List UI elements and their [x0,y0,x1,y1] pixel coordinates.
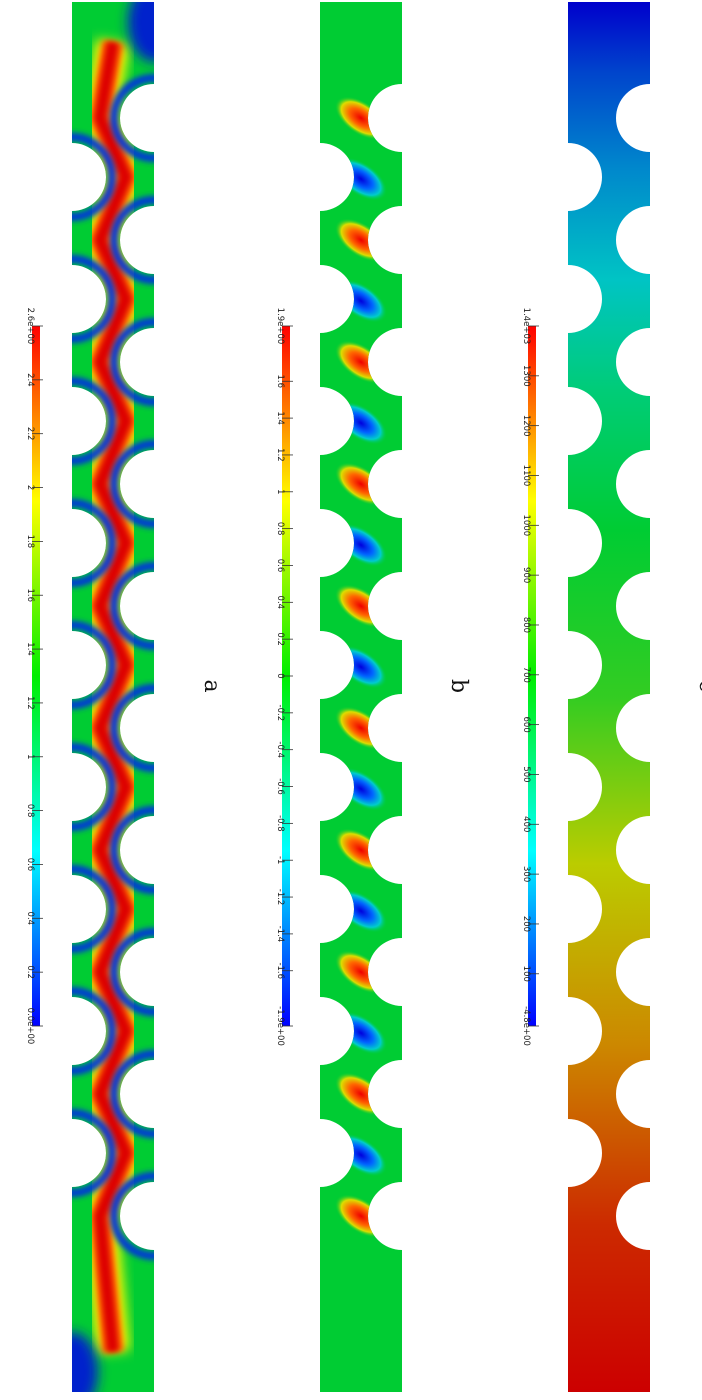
panel-a-colorbar-tick-label: 2.2 [25,427,35,441]
panel-c-colorbar-tick-label: 1300 [521,365,531,387]
panel-a-colorbar-tick-label: 1.8 [25,535,35,549]
panel-b-colorbar-tick-label: -1 [275,856,285,864]
panel-c-colorbar-tick-label: 700 [521,667,531,683]
panel-b-colorbar-tick-label: -0.8 [275,815,285,832]
panel-a-colorbar-tick-label: 2 [25,485,35,490]
panel-b-channel [320,2,402,1392]
panel-b-colorbar-tick-label: -1.6 [275,962,285,979]
panel-c-colorbar-tick-label: 900 [521,567,531,583]
panel-a-outlet-stagnation [72,1332,98,1392]
panel-c-colorbar: -4.8e+00 100 200 300 400 500 600 700 800 900 1000 1… [521,308,539,1046]
panel-c-colorbar-scale [528,326,536,1026]
panel-c-channel [568,2,650,1392]
panel-a-wall-layer [110,196,154,284]
panel-a-colorbar-tick-label: 0.2 [25,965,35,979]
panel-b-colorbar-tick-label: 0 [275,673,285,678]
panel-b-colorbar-tick-label: 0.2 [275,632,285,646]
panel-a-colorbar-tick-label: 1.2 [25,696,35,710]
panel-a-wall-layer [110,1050,154,1138]
panel-a-wall-layer [72,865,116,953]
panel-a-wall-layer [72,499,116,587]
panel-a-wall-layer [72,987,116,1075]
panel-a-colorbar-tick-label: 0.6 [25,858,35,872]
panel-c-colorbar-tick-label: 1.4e+03 [521,308,531,345]
panel-a-wall-layer [72,133,116,221]
panel-b-colorbar-tick-label: 1.9e+00 [275,308,285,345]
panel-a-colorbar-tick-label: 2.4 [25,373,35,387]
panel-a-jet-core [94,40,132,1353]
panel-c-colorbar-tick-label: 1100 [521,465,531,487]
panel-a-velocity-field: 0.0e+00 0.2 0.4 0.6 0.8 1 1.2 1.4 1.6 1.8 2 2.2 2.4 2… [25,2,224,1392]
panel-c-pressure-field: -4.8e+00 100 200 300 400 500 600 700 800 900 1000 1… [521,2,702,1392]
panel-c-colorbar-tick-label: 200 [521,916,531,932]
panel-b-vorticity-field: -1.9e+00 -1.6 -1.4 -1.2 -1 -0.8 -0.6 -0.4 -0.2 0 0… [275,2,471,1392]
panel-b-colorbar-tick-label: -0.2 [275,705,285,722]
panel-b-colorbar-tick-label: 1 [275,489,285,494]
panel-b-background [320,2,402,1392]
panel-c-colorbar-tick-label: 1200 [521,415,531,437]
panel-a-colorbar-scale [32,326,40,1026]
panel-b-colorbar-tick-label: -0.4 [275,741,285,758]
panel-a-colorbar-tick-label: 0.4 [25,912,35,926]
panel-a-wall-layer [110,684,154,772]
panel-a-wall-layer [110,562,154,650]
panel-a-wall-layer [110,928,154,1016]
panel-a-wall-layer [110,440,154,528]
panel-a-wall-layer [72,377,116,465]
panel-c-colorbar-tick-label: 300 [521,866,531,882]
panel-b-colorbar: -1.9e+00 -1.6 -1.4 -1.2 -1 -0.8 -0.6 -0.4 -0.2 0 0… [275,308,293,1046]
panel-a-colorbar-tick-label: 1.4 [25,642,35,656]
panel-c-colorbar-tick-label: 100 [521,966,531,982]
panel-b-colorbar-tick-label: -1.2 [275,889,285,906]
panel-a-colorbar-tick-label: 0.0e+00 [25,1008,35,1045]
panel-c-colorbar-tick-label: 1000 [521,514,531,536]
panel-b-colorbar-tick-label: 1.6 [275,374,285,388]
panel-a-wall-layer [110,1172,154,1260]
panel-a-wall-layer [72,621,116,709]
panel-a-wall-layer [110,318,154,406]
panel-a-label: a [199,679,224,692]
panel-b-colorbar-tick-label: 0.8 [275,522,285,536]
panel-b-colorbar-tick-label: 0.6 [275,559,285,573]
panel-b-colorbar-tick-label: -1.9e+00 [275,1006,285,1046]
panel-a-colorbar: 0.0e+00 0.2 0.4 0.6 0.8 1 1.2 1.4 1.6 1.8 2 2.2 2.4 2… [25,308,43,1045]
panel-c-colorbar-tick-label: 500 [521,766,531,782]
panel-a-wall-layer [72,743,116,831]
panel-c-background [568,2,650,1392]
panel-b-colorbar-tick-label: 0.4 [275,596,285,610]
panel-b-label: b [446,679,471,693]
panel-a-wall-layer [110,806,154,894]
panel-a-inlet-stagnation [128,2,154,62]
panel-c-label: c [694,680,702,692]
panel-b-colorbar-tick-label: -1.4 [275,926,285,943]
panel-a-wall-layer [72,255,116,343]
panel-b-colorbar-tick-label: 1.4 [275,411,285,425]
panel-c-colorbar-tick-label: 400 [521,816,531,832]
panel-b-colorbar-tick-label: -0.6 [275,778,285,795]
panel-a-colorbar-tick-label: 0.8 [25,804,35,818]
panel-c-colorbar-tick-label: 800 [521,617,531,633]
panel-c-colorbar-tick-label: -4.8e+00 [521,1006,531,1046]
panel-b-colorbar-tick-label: 1.2 [275,448,285,462]
panel-a-wall-layer [72,1109,116,1197]
panel-a-colorbar-tick-label: 1.6 [25,588,35,602]
panel-a-wall-layer [110,74,154,162]
panel-a-colorbar-tick-label: 1 [25,754,35,759]
panel-c-colorbar-tick-label: 600 [521,717,531,733]
panel-a-channel [72,2,154,1392]
panel-a-colorbar-tick-label: 2.6e+00 [25,308,35,345]
